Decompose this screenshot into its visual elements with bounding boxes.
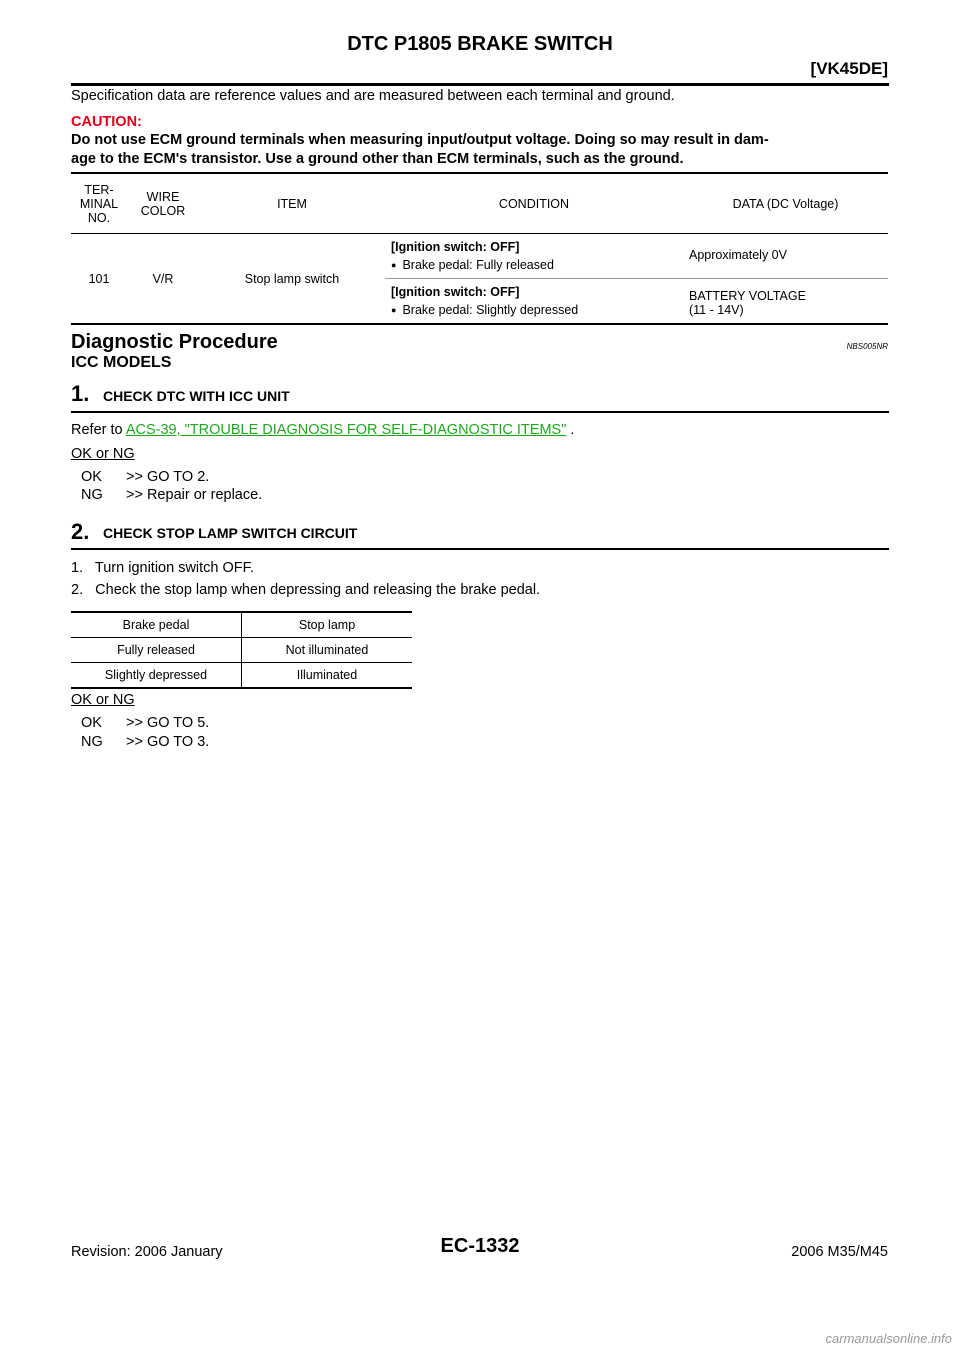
step-2-rule	[71, 548, 889, 550]
condition-title: [Ignition switch: OFF]	[391, 285, 520, 299]
step-2-ok-or-ng: OK or NG	[71, 692, 135, 708]
header-stop-lamp: Stop lamp	[241, 611, 412, 638]
header-terminal-1: TER-	[84, 182, 114, 197]
step-2-title: CHECK STOP LAMP SWITCH CIRCUIT	[103, 525, 358, 541]
caution-text: Do not use ECM ground terminals when mea…	[71, 131, 889, 169]
data-cell: BATTERY VOLTAGE (11 - 14V)	[683, 278, 888, 325]
stop-lamp-state: Illuminated	[241, 662, 412, 689]
data-value-range: (11 - 14V)	[689, 303, 744, 317]
caution-line-1: Do not use ECM ground terminals when mea…	[71, 132, 769, 148]
data-value: Approximately 0V	[689, 248, 787, 262]
model-year: 2006 M35/M45	[791, 1244, 888, 1260]
reference-link[interactable]: ACS-39, "TROUBLE DIAGNOSIS FOR SELF-DIAG…	[125, 422, 567, 438]
lamp-table-row: Fully released Not illuminated	[71, 637, 412, 663]
section-code: NBS005NR	[846, 342, 888, 351]
caution-line-2: age to the ECM's transistor. Use a groun…	[71, 151, 684, 167]
terminal-spec-table: TER- MINAL NO. WIRE COLOR ITEM CONDITION…	[71, 172, 888, 325]
wire-color: V/R	[127, 233, 199, 325]
spec-table-header: TER- MINAL NO. WIRE COLOR ITEM CONDITION…	[71, 172, 888, 234]
condition-title: [Ignition switch: OFF]	[391, 240, 520, 254]
header-terminal-2: MINAL	[79, 196, 119, 211]
item-name: Stop lamp switch	[199, 233, 385, 325]
step-1-ng-result: >> Repair or replace.	[126, 487, 263, 503]
step-1-ok-result: >> GO TO 2.	[126, 469, 210, 485]
brake-pedal-state: Fully released	[71, 637, 242, 663]
revision-date: Revision: 2006 January	[71, 1244, 223, 1260]
step-2-ok-result: >> GO TO 5.	[126, 715, 210, 731]
condition-cell: [Ignition switch: OFF] Brake pedal: Slig…	[385, 278, 683, 325]
lamp-table-header: Brake pedal Stop lamp	[71, 611, 412, 638]
step-2-ng-result: >> GO TO 3.	[126, 734, 210, 750]
header-terminal-3: NO.	[87, 210, 111, 225]
step-1-ok-or-ng: OK or NG	[71, 446, 135, 462]
page-title: DTC P1805 BRAKE SWITCH	[347, 33, 613, 55]
brake-pedal-state: Slightly depressed	[71, 662, 242, 689]
section-title: Diagnostic Procedure	[71, 331, 278, 353]
lamp-table-row: Slightly depressed Illuminated	[71, 662, 412, 689]
engine-code: [VK45DE]	[810, 59, 888, 78]
condition-detail: Brake pedal: Fully released	[391, 258, 677, 272]
condition-detail: Brake pedal: Slightly depressed	[391, 303, 677, 317]
header-item: ITEM	[199, 172, 385, 234]
step-1-number: 1.	[71, 381, 90, 406]
watermark: carmanualsonline.info	[825, 1331, 952, 1346]
page-number: EC-1332	[440, 1235, 520, 1257]
header-data: DATA (DC Voltage)	[683, 172, 888, 234]
subsection-title: ICC MODELS	[71, 354, 172, 371]
spec-row-2: [Ignition switch: OFF] Brake pedal: Slig…	[71, 278, 888, 325]
intro-text: Specification data are reference values …	[71, 88, 675, 104]
data-value: BATTERY VOLTAGE	[689, 289, 806, 303]
terminal-number: 101	[71, 233, 127, 325]
spec-row-1: 101 V/R Stop lamp switch [Ignition switc…	[71, 233, 888, 325]
header-brake-pedal: Brake pedal	[71, 611, 242, 638]
step-2-item-2: 2. Check the stop lamp when depressing a…	[71, 582, 541, 598]
step-2-ok-key: OK	[81, 715, 102, 731]
stop-lamp-table: Brake pedal Stop lamp Fully released Not…	[71, 611, 412, 689]
step-2-number: 2.	[71, 519, 90, 544]
step-1-rule	[71, 411, 889, 413]
step-1-reference: Refer to ACS-39, "TROUBLE DIAGNOSIS FOR …	[71, 422, 574, 438]
stop-lamp-state: Not illuminated	[241, 637, 412, 663]
header-wire-2: COLOR	[140, 203, 186, 218]
refer-prefix: Refer to	[71, 422, 126, 438]
step-1-ng-key: NG	[81, 487, 103, 503]
condition-cell: [Ignition switch: OFF] Brake pedal: Full…	[385, 233, 683, 279]
header-wire-1: WIRE	[146, 189, 180, 204]
caution-label: CAUTION:	[71, 114, 142, 130]
header-terminal: TER- MINAL NO.	[71, 172, 127, 234]
step-1-title: CHECK DTC WITH ICC UNIT	[103, 388, 290, 404]
refer-suffix: .	[566, 422, 575, 438]
step-1-ok-key: OK	[81, 469, 102, 485]
header-condition: CONDITION	[385, 172, 683, 234]
step-2-ng-key: NG	[81, 734, 103, 750]
data-cell: Approximately 0V	[683, 233, 888, 279]
header-rule	[71, 83, 889, 86]
header-wire: WIRE COLOR	[127, 172, 199, 234]
step-2-item-1: 1. Turn ignition switch OFF.	[71, 560, 254, 576]
